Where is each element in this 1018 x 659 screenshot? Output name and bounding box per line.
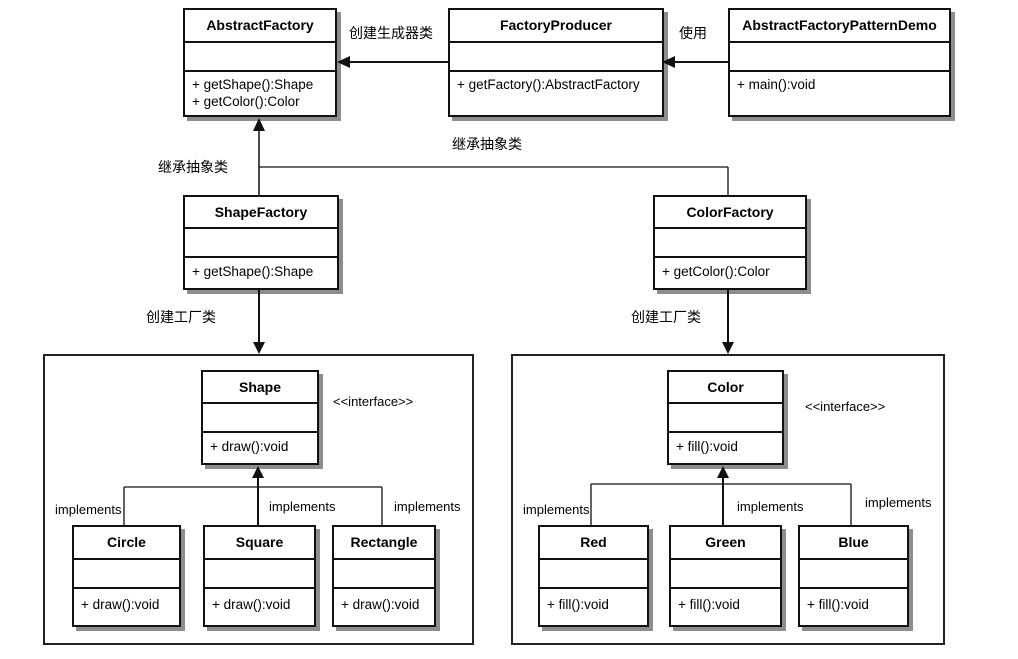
class-title: Green bbox=[671, 527, 780, 560]
edge-label-implements-green: implements bbox=[737, 499, 804, 514]
class-fields-empty bbox=[655, 229, 805, 258]
class-title: AbstractFactory bbox=[185, 10, 335, 43]
class-fields-empty bbox=[669, 404, 782, 433]
stereotype-label-color-interface: <<interface>> bbox=[805, 399, 886, 414]
edge-label-inherit-left: 继承抽象类 bbox=[158, 159, 228, 175]
class-methods: + fill():void bbox=[678, 597, 740, 612]
class-methods: + getShape():Shape + getColor():Color bbox=[192, 77, 314, 109]
class-fields-empty bbox=[800, 560, 907, 589]
class-title: FactoryProducer bbox=[450, 10, 662, 43]
class-box-shape-interface: Shape + draw():void bbox=[201, 370, 319, 465]
edge-label-implements-red: implements bbox=[523, 502, 590, 517]
class-title: ColorFactory bbox=[655, 197, 805, 229]
class-fields-empty bbox=[450, 43, 662, 72]
shape-family-container bbox=[43, 354, 474, 645]
class-title: AbstractFactoryPatternDemo bbox=[730, 10, 949, 43]
edge-label-use: 使用 bbox=[679, 25, 707, 41]
stereotype-label-shape-interface: <<interface>> bbox=[333, 394, 414, 409]
edge-label-create-factory-right: 创建工厂类 bbox=[631, 309, 701, 325]
class-methods: + fill():void bbox=[807, 597, 869, 612]
class-box-red: Red + fill():void bbox=[538, 525, 649, 627]
class-methods: + getShape():Shape bbox=[192, 264, 314, 279]
class-fields-empty bbox=[205, 560, 314, 589]
class-box-abstract-factory-pattern-demo: AbstractFactoryPatternDemo + main():void bbox=[728, 8, 951, 117]
class-title: Square bbox=[205, 527, 314, 560]
class-methods: + getColor():Color bbox=[662, 264, 770, 279]
class-methods: + getFactory():AbstractFactory bbox=[457, 77, 640, 92]
class-box-green: Green + fill():void bbox=[669, 525, 782, 627]
class-methods: + fill():void bbox=[547, 597, 609, 612]
class-title: Red bbox=[540, 527, 647, 560]
class-box-rectangle: Rectangle + draw():void bbox=[332, 525, 436, 627]
class-box-shape-factory: ShapeFactory + getShape():Shape bbox=[183, 195, 339, 290]
arrow-create-factory-right bbox=[722, 290, 734, 354]
class-box-circle: Circle + draw():void bbox=[72, 525, 181, 627]
edge-label-implements-rectangle: implements bbox=[394, 499, 461, 514]
color-family-container bbox=[511, 354, 945, 645]
class-fields-empty bbox=[334, 560, 434, 589]
class-methods: + draw():void bbox=[212, 597, 291, 612]
class-title: Rectangle bbox=[334, 527, 434, 560]
edge-label-implements-square: implements bbox=[269, 499, 336, 514]
class-fields-empty bbox=[185, 229, 337, 258]
class-methods: + draw():void bbox=[81, 597, 160, 612]
class-box-abstract-factory: AbstractFactory + getShape():Shape + get… bbox=[183, 8, 337, 117]
edge-label-inherit-right: 继承抽象类 bbox=[452, 136, 522, 152]
class-box-square: Square + draw():void bbox=[203, 525, 316, 627]
class-title: ShapeFactory bbox=[185, 197, 337, 229]
class-methods: + fill():void bbox=[676, 439, 738, 454]
class-fields-empty bbox=[185, 43, 335, 72]
arrow-use bbox=[662, 56, 728, 68]
class-box-blue: Blue + fill():void bbox=[798, 525, 909, 627]
arrow-inherit-abstract bbox=[253, 118, 729, 195]
edge-label-create-producer: 创建生成器类 bbox=[349, 25, 433, 41]
edge-label-implements-blue: implements bbox=[865, 495, 932, 510]
class-fields-empty bbox=[671, 560, 780, 589]
class-methods: + draw():void bbox=[341, 597, 420, 612]
class-box-color-interface: Color + fill():void bbox=[667, 370, 784, 465]
class-title: Blue bbox=[800, 527, 907, 560]
arrow-create-producer bbox=[337, 56, 448, 68]
class-box-color-factory: ColorFactory + getColor():Color bbox=[653, 195, 807, 290]
arrow-create-factory-left bbox=[253, 290, 265, 354]
edge-label-create-factory-left: 创建工厂类 bbox=[146, 309, 216, 325]
class-title: Shape bbox=[203, 372, 317, 404]
class-title: Circle bbox=[74, 527, 179, 560]
class-box-factory-producer: FactoryProducer + getFactory():AbstractF… bbox=[448, 8, 664, 117]
class-methods: + main():void bbox=[737, 77, 816, 92]
class-title: Color bbox=[669, 372, 782, 404]
class-methods: + draw():void bbox=[210, 439, 289, 454]
edge-label-implements-circle: implements bbox=[55, 502, 122, 517]
class-fields-empty bbox=[730, 43, 949, 72]
class-fields-empty bbox=[203, 404, 317, 433]
class-fields-empty bbox=[74, 560, 179, 589]
class-fields-empty bbox=[540, 560, 647, 589]
